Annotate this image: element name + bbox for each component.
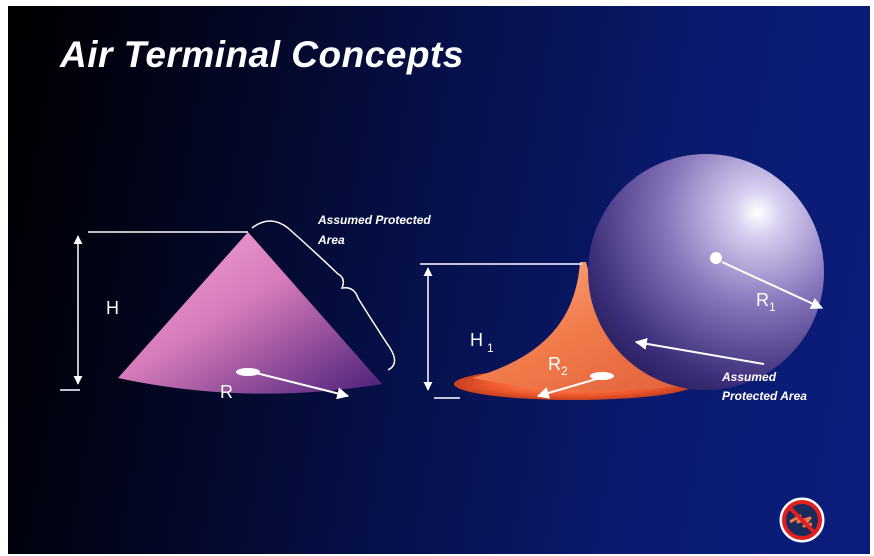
left-radius-label: R [220, 382, 233, 402]
no-lightning-prohibition-icon [779, 497, 825, 543]
sphere-center-dot [710, 252, 722, 264]
left-protected-label-line1: Assumed Protected [317, 213, 431, 227]
protection-sphere [588, 154, 824, 390]
sphere-radius-label: R1 [756, 290, 776, 314]
left-height-label: H [106, 298, 119, 318]
left-cone-center-dot [236, 368, 260, 376]
right-base-center-dot [590, 372, 614, 380]
left-cone [118, 232, 382, 394]
left-radius-arrow [255, 372, 350, 400]
right-protected-pointer [634, 337, 765, 365]
right-protected-label-line2: Protected Area [722, 389, 807, 403]
sphere-radius-arrow [721, 261, 824, 309]
left-protected-brace [251, 220, 396, 371]
right-radius2-arrow [536, 377, 601, 399]
right-protected-label-line1: Assumed [721, 370, 777, 384]
right-radius2-label: R2 [548, 354, 568, 378]
left-cone-group: H R Assumed Protected Area [60, 213, 431, 402]
slide-title: Air Terminal Concepts [60, 34, 464, 75]
slide: Air Terminal Concepts [8, 6, 870, 554]
left-protected-label-line2: Area [317, 233, 345, 247]
